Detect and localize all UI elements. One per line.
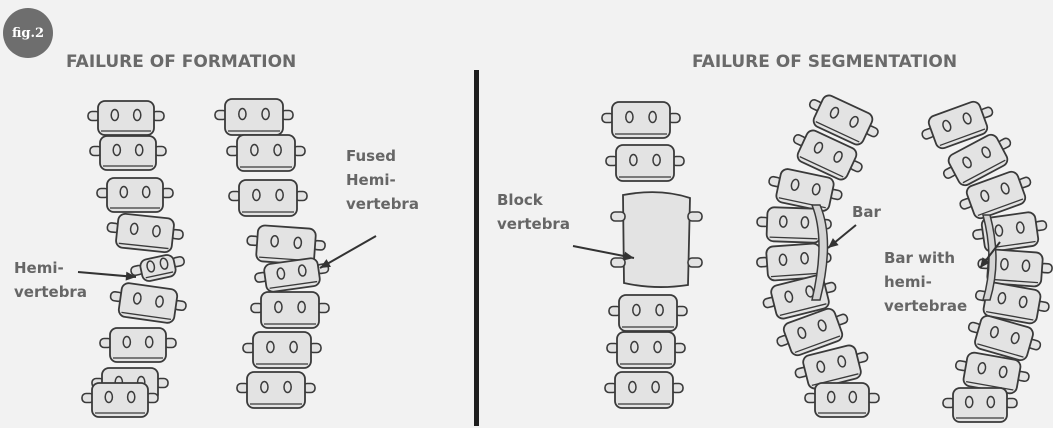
spine-bar xyxy=(756,89,884,417)
label-bar-with-hemivertebrae-line-2: hemi- xyxy=(884,270,967,294)
label-hemivertebra-line-2: vertebra xyxy=(14,280,87,304)
label-bar-with-hemivertebrae: Bar with hemi- vertebrae xyxy=(884,246,967,318)
vertebra xyxy=(243,332,321,368)
label-block-vertebra-line-1: Block xyxy=(497,188,570,212)
label-hemivertebra: Hemi- vertebra xyxy=(14,256,87,304)
arrow-fused-hemivertebra xyxy=(320,236,376,268)
block-vertebra-body xyxy=(623,192,690,287)
vertebra xyxy=(129,252,186,285)
heading-failure-of-formation: FAILURE OF FORMATION xyxy=(66,52,296,72)
vertebra xyxy=(943,388,1017,422)
figure-badge: fig.2 xyxy=(3,8,53,58)
vertebra xyxy=(805,383,879,417)
vertebra xyxy=(215,99,293,135)
vertebra xyxy=(229,180,307,216)
heading-failure-of-segmentation: FAILURE OF SEGMENTATION xyxy=(692,52,957,72)
vertebra xyxy=(605,372,683,408)
vertebra xyxy=(100,328,176,362)
label-bar-with-hemivertebrae-line-3: vertebrae xyxy=(884,294,967,318)
vertebra xyxy=(82,383,158,417)
vertebra xyxy=(90,136,166,170)
vertebra xyxy=(251,292,329,328)
label-bar-with-hemivertebrae-line-1: Bar with xyxy=(884,246,967,270)
spine-fused-hemivertebra xyxy=(215,99,331,408)
vertebra xyxy=(105,212,184,254)
label-bar: Bar xyxy=(852,200,881,224)
label-block-vertebra-line-2: vertebra xyxy=(497,212,570,236)
vertebra xyxy=(97,178,173,212)
label-fused-hemivertebra-line-1: Fused xyxy=(346,144,419,168)
spine-hemivertebra xyxy=(82,101,188,417)
vertebra xyxy=(227,135,305,171)
vertebra xyxy=(609,295,687,331)
label-fused-hemivertebra-line-2: Hemi- xyxy=(346,168,419,192)
label-block-vertebra: Block vertebra xyxy=(497,188,570,236)
arrow-bar xyxy=(828,225,856,248)
vertebra xyxy=(237,372,315,408)
vertebra xyxy=(607,332,685,368)
vertebra xyxy=(606,145,684,181)
vertebra xyxy=(602,102,680,138)
section-divider xyxy=(474,70,479,426)
vertebra xyxy=(88,101,164,135)
vertebra xyxy=(108,281,188,325)
label-hemivertebra-line-1: Hemi- xyxy=(14,256,87,280)
label-fused-hemivertebra: Fused Hemi- vertebra xyxy=(346,144,419,216)
label-fused-hemivertebra-line-3: vertebra xyxy=(346,192,419,216)
